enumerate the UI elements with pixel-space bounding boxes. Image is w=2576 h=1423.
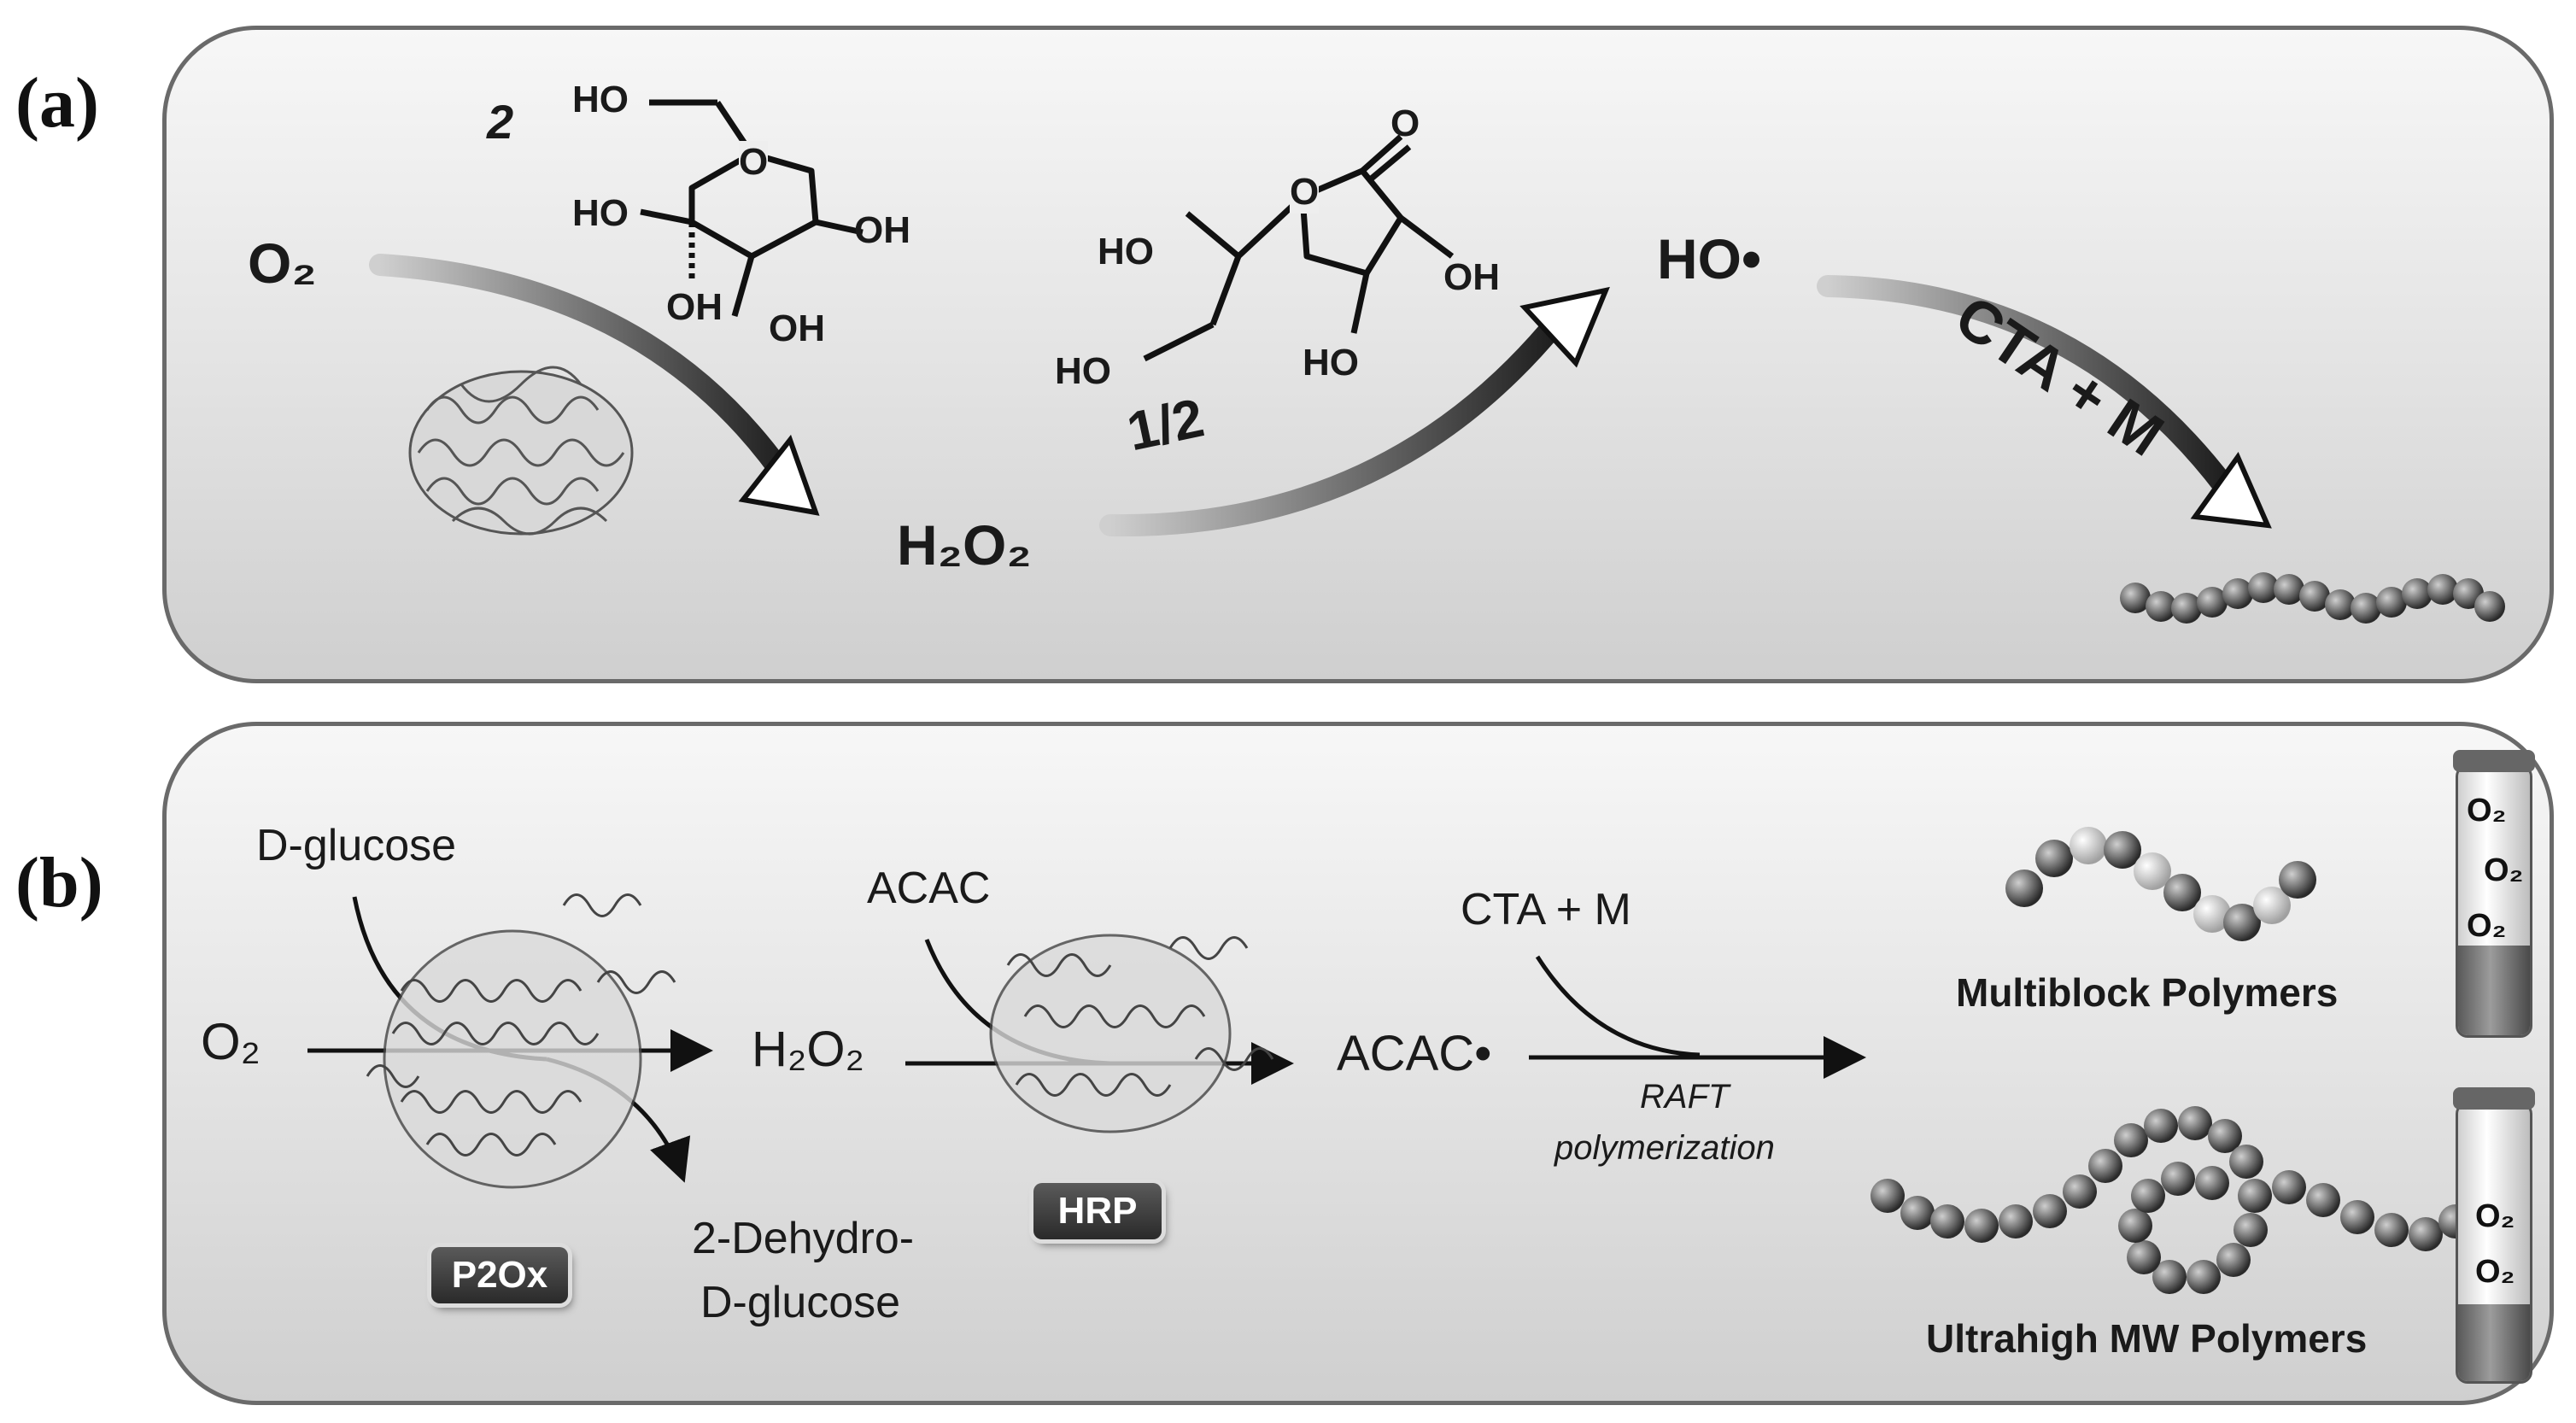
raft-line2: polymerization xyxy=(1554,1129,1775,1167)
panel-b-h2o2: H₂O₂ xyxy=(752,1022,865,1077)
panel-a-o2: O₂ xyxy=(248,231,317,295)
d-glucose-label: D-glucose xyxy=(256,821,457,870)
glucose-label-ho-left: HO xyxy=(572,192,629,234)
acac-radical: ACAC• xyxy=(1337,1026,1492,1081)
hydroxyl-radical: HO• xyxy=(1657,227,1762,290)
ascorbate-label-ho-left: HO xyxy=(1055,350,1111,392)
ascorbate-label-ho-top: HO xyxy=(1098,231,1154,272)
panel-b-label: (b) xyxy=(15,843,103,922)
panel-b-cta-m: CTA + M xyxy=(1461,885,1631,934)
vial-top-o2-1: O₂ xyxy=(2467,793,2507,829)
vial-bottom-o2-1: O₂ xyxy=(2475,1198,2515,1234)
ascorbic-acid-structure xyxy=(1143,134,1455,362)
glucose-label-o-ring: O xyxy=(739,141,769,184)
glucose-label-ho-top: HO xyxy=(572,79,629,120)
vial-top-cap xyxy=(2453,750,2535,772)
dehydro-line1: 2-Dehydro- xyxy=(692,1214,915,1263)
vial-top-o2-3: O₂ xyxy=(2467,908,2507,944)
glucose-label-oh-bottom-left: OH xyxy=(666,286,723,328)
ascorbate-label-o-carbonyl: O xyxy=(1390,102,1420,144)
coefficient-2: 2 xyxy=(487,95,514,149)
ultrahigh-label: Ultrahigh MW Polymers xyxy=(1926,1316,2368,1361)
acac-label: ACAC xyxy=(867,864,991,913)
arrow-h2o2-to-ho xyxy=(1099,286,1610,537)
hrp-enzyme-icon xyxy=(989,934,1274,1133)
arrow-o2-to-h2o2 xyxy=(369,254,820,516)
panel-a xyxy=(162,26,2554,683)
ascorbate-label-oh: OH xyxy=(1443,256,1500,298)
vial-top: O₂ O₂ O₂ xyxy=(2453,750,2535,1038)
glucose-label-oh-bottom: OH xyxy=(769,307,825,349)
multiblock-label: Multiblock Polymers xyxy=(1956,970,2339,1015)
vial-top-liquid xyxy=(2458,946,2530,1035)
glucose-structure xyxy=(640,99,864,317)
vial-bottom-cap xyxy=(2453,1087,2535,1110)
panel-a-h2o2: H₂O₂ xyxy=(897,513,1032,577)
vial-bottom-o2-2: O₂ xyxy=(2475,1254,2515,1290)
panel-b-o2: O₂ xyxy=(201,1013,261,1070)
p2ox-badge: P2Ox xyxy=(431,1247,568,1303)
raft-line1: RAFT xyxy=(1640,1078,1730,1116)
enzyme-structure-icon xyxy=(408,366,634,536)
vial-top-o2-2: O₂ xyxy=(2484,852,2524,888)
dehydro-line2: D-glucose xyxy=(700,1278,901,1327)
vial-bottom-liquid xyxy=(2458,1304,2530,1381)
multiblock-polymer-icon xyxy=(2005,827,2316,941)
ascorbate-label-ho-bottom: HO xyxy=(1303,342,1359,384)
arrow-ho-to-polymer xyxy=(1817,275,2272,529)
panel-a-label: (a) xyxy=(15,63,99,143)
glucose-label-oh-right: OH xyxy=(854,209,910,251)
polymer-chain-icon xyxy=(2120,572,2505,624)
hrp-badge: HRP xyxy=(1033,1183,1162,1239)
ultrahigh-polymer-icon xyxy=(1871,1106,2473,1294)
arrow-cta-in xyxy=(1535,955,1701,1057)
ascorbate-label-o-ring: O xyxy=(1290,171,1320,214)
vial-bottom: O₂ O₂ xyxy=(2453,1087,2535,1384)
p2ox-enzyme-icon xyxy=(366,893,676,1189)
